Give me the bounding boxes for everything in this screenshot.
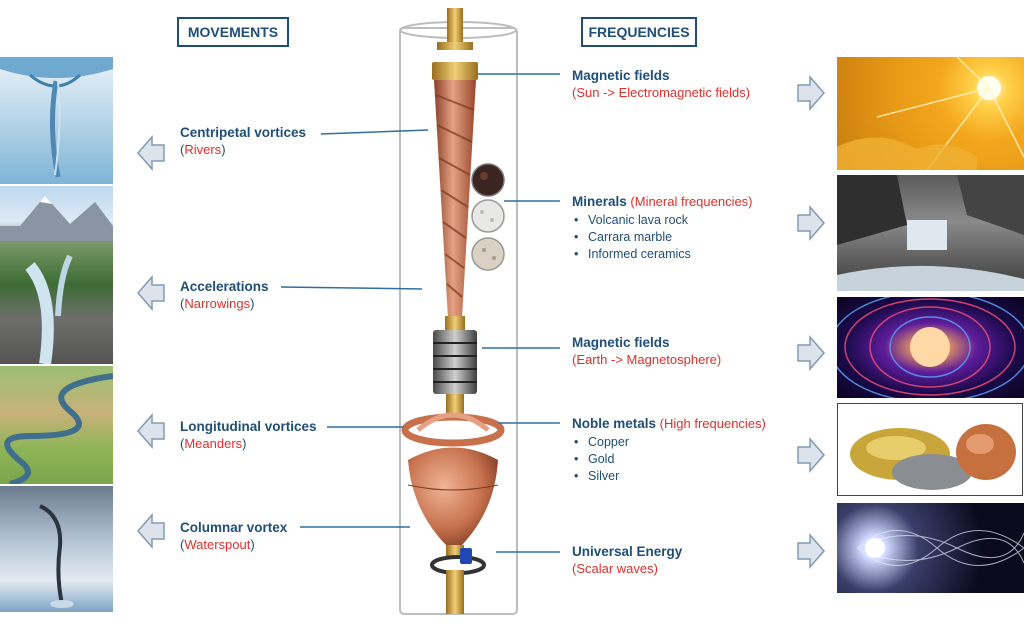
lava-rock-ball [471, 163, 505, 197]
arrow-right-icon [797, 75, 825, 111]
metal-item: Copper [572, 434, 766, 451]
metal-item: Silver [572, 468, 766, 485]
frequency-label-magnetic-sun: Magnetic fields (Sun -> Electromagnetic … [572, 68, 751, 100]
arrow-right-icon [797, 335, 825, 371]
movements-header: MOVEMENTS [177, 17, 289, 47]
waterspout-image [0, 486, 113, 612]
arrow-right-icon [797, 437, 825, 473]
mineral-item: Carrara marble [572, 229, 753, 246]
ceramics-ball [471, 237, 505, 271]
arrow-right-icon [797, 533, 825, 569]
frequencies-header: FREQUENCIES [581, 17, 697, 47]
arrow-left-icon [137, 275, 165, 311]
scalar-waves-image [837, 503, 1024, 593]
movement-label-longitudinal: Longitudinal vortices (Meanders) [180, 419, 317, 451]
arrow-left-icon [137, 135, 165, 171]
meander-river-image [0, 366, 113, 484]
metal-item: Gold [572, 451, 766, 468]
marble-ball [471, 199, 505, 233]
leader-line [320, 129, 429, 135]
arrow-left-icon [137, 513, 165, 549]
mineral-item: Informed ceramics [572, 246, 753, 263]
leader-line [280, 286, 423, 290]
noble-metals-image [837, 403, 1023, 496]
sun-image [837, 57, 1024, 170]
frequency-label-minerals: Minerals (Mineral frequencies) Volcanic … [572, 193, 753, 263]
arrow-left-icon [137, 413, 165, 449]
frequency-label-noble-metals: Noble metals (High frequencies) Copper G… [572, 415, 766, 485]
movement-label-centripetal: Centripetal vortices (Rivers) [180, 125, 307, 157]
arrow-right-icon [797, 205, 825, 241]
whirlpool-image [0, 57, 113, 184]
frequency-label-magnetic-earth: Magnetic fields (Earth -> Magnetosphere) [572, 335, 722, 367]
mountain-river-image [0, 186, 113, 364]
movement-label-accelerations: Accelerations (Narrowings) [180, 279, 269, 311]
mineral-item: Volcanic lava rock [572, 212, 753, 229]
magnetosphere-image [837, 297, 1024, 398]
frequency-label-universal-energy: Universal Energy (Scalar waves) [572, 544, 683, 576]
waterfall-rocks-image [837, 175, 1024, 291]
movement-label-columnar: Columnar vortex (Waterspout) [180, 520, 288, 552]
